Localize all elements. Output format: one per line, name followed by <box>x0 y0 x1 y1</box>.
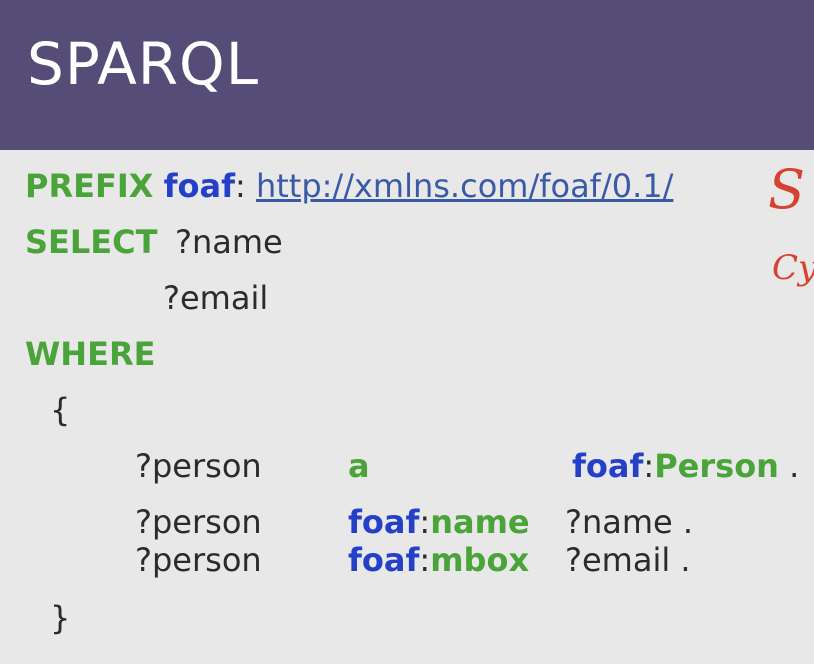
triple-3-end: . <box>680 541 691 579</box>
triple-2-subject: ?person <box>135 503 262 541</box>
handwritten-annotation-1: S <box>768 158 805 221</box>
triple-1-end: . <box>789 447 800 485</box>
prefix-line: PREFIX foaf: http://xmlns.com/foaf/0.1/ <box>25 166 673 206</box>
triple-3-predicate: foaf:mbox <box>348 541 530 579</box>
triple-3-object-var: ?email <box>565 541 671 579</box>
where-line: WHERE <box>25 334 155 374</box>
prefix-colon: : <box>234 167 246 205</box>
triple-2-predicate: foaf:name <box>348 503 530 541</box>
triple-2-object: ?name . <box>565 502 693 542</box>
handwritten-annotation-2: Cy <box>772 248 814 288</box>
triple-2-object-var: ?name <box>565 503 673 541</box>
prefix-uri-link[interactable]: http://xmlns.com/foaf/0.1/ <box>255 167 674 205</box>
select-line: SELECT <box>25 222 157 262</box>
triple-3-predicate-ns: foaf <box>348 541 420 579</box>
triple-3-predicate-local: mbox <box>430 541 530 579</box>
triple-1-subject: ?person <box>135 447 262 485</box>
triple-3-object: ?email . <box>565 540 691 580</box>
triple-3-subject: ?person <box>135 541 262 579</box>
select-var-email: ?email <box>163 279 269 317</box>
select-var-name: ?name <box>175 223 283 261</box>
triple-1-object-ns: foaf <box>572 447 644 485</box>
triple-1-object-local: Person <box>654 447 779 485</box>
triple-2-predicate-local: name <box>430 503 530 541</box>
triple-1-predicate: a <box>348 447 370 485</box>
where-keyword: WHERE <box>25 335 156 373</box>
prefix-keyword: PREFIX <box>25 167 154 205</box>
close-brace: } <box>50 599 71 637</box>
open-brace: { <box>50 391 71 429</box>
slide-header: SPARQL <box>0 0 814 150</box>
slide-title: SPARQL <box>27 30 260 98</box>
select-keyword: SELECT <box>25 223 158 261</box>
triple-1-object: foaf:Person . <box>572 447 800 485</box>
prefix-namespace: foaf <box>163 167 235 205</box>
triple-2-predicate-ns: foaf <box>348 503 420 541</box>
triple-2-end: . <box>682 503 694 541</box>
